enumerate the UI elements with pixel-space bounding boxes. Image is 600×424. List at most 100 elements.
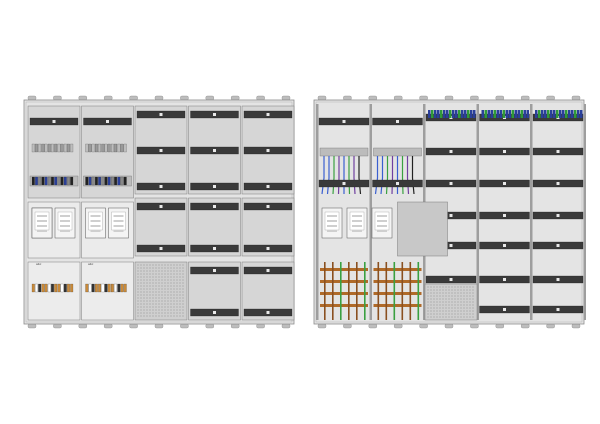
vent-hole: [170, 312, 172, 314]
vent-hole: [176, 297, 178, 299]
wire: [374, 156, 379, 195]
vent-hole: [140, 315, 142, 317]
vent-hole: [176, 285, 178, 287]
vent-hole: [442, 295, 444, 297]
vent-hole: [161, 267, 163, 269]
vent-hole: [176, 282, 178, 284]
vent-hole: [442, 292, 444, 294]
vent-hole: [451, 307, 453, 309]
breaker: [107, 143, 111, 153]
meter-line: [113, 220, 124, 222]
breaker: [38, 176, 42, 186]
wire: [406, 156, 410, 195]
vent-hole: [140, 273, 142, 275]
vent-hole: [164, 282, 166, 284]
busbar: [373, 280, 422, 283]
vent-hole: [179, 285, 181, 287]
vent-hole: [173, 279, 175, 281]
panel-label-2: abc: [88, 262, 94, 266]
top-clip: [546, 95, 555, 101]
device-module: [464, 110, 467, 118]
vent-hole: [161, 297, 163, 299]
vent-hole: [463, 313, 465, 315]
meter-line: [327, 225, 337, 227]
vent-hole: [137, 306, 139, 308]
vent-hole: [436, 316, 438, 318]
breaker: [120, 176, 124, 186]
vent-hole: [140, 288, 142, 290]
breaker: [70, 176, 74, 186]
top-clip: [495, 95, 504, 101]
vent-hole: [445, 313, 447, 315]
vent-hole: [149, 282, 151, 284]
vent-hole: [176, 264, 178, 266]
vent-hole: [158, 309, 160, 311]
vertical-conductor: [385, 262, 388, 320]
meter-line: [352, 215, 362, 217]
vent-hole: [469, 301, 471, 303]
breaker: [94, 176, 98, 186]
bottom-clip: [317, 323, 327, 329]
device-module: [502, 110, 505, 118]
vent-hole: [137, 270, 139, 272]
vent-hole: [439, 313, 441, 315]
vent-hole: [179, 267, 181, 269]
vent-hole: [469, 286, 471, 288]
rail-hole: [213, 185, 216, 188]
vent-hole: [167, 288, 169, 290]
wire: [391, 156, 394, 195]
vent-hole: [155, 264, 157, 266]
vent-hole: [457, 313, 459, 315]
vent-hole: [430, 301, 432, 303]
device-module: [514, 110, 517, 118]
vent-hole: [164, 285, 166, 287]
vent-hole: [140, 282, 142, 284]
vent-hole: [466, 313, 468, 315]
vent-hole: [173, 303, 175, 305]
vent-hole: [439, 304, 441, 306]
vent-hole: [176, 309, 178, 311]
top-clip: [444, 95, 454, 101]
vent-hole: [466, 295, 468, 297]
rail-hole: [503, 278, 506, 281]
breaker: [104, 283, 108, 293]
vent-hole: [427, 298, 429, 300]
vent-hole: [155, 282, 157, 284]
device-module: [526, 110, 529, 118]
top-clip: [394, 95, 403, 101]
vent-hole: [436, 301, 438, 303]
vent-hole: [146, 276, 148, 278]
vent-hole: [448, 289, 450, 291]
vent-hole: [143, 300, 145, 302]
vent-hole: [430, 304, 432, 306]
top-clip: [103, 95, 113, 101]
device-module: [484, 110, 487, 118]
vent-hole: [152, 300, 154, 302]
vent-hole: [137, 267, 139, 269]
meter-line: [327, 215, 337, 217]
breaker: [57, 176, 61, 186]
vent-hole: [161, 312, 163, 314]
vent-hole: [451, 286, 453, 288]
device-module: [458, 110, 461, 118]
breaker: [123, 143, 127, 153]
bottom-clip: [444, 323, 454, 329]
vent-hole: [167, 303, 169, 305]
busbar: [373, 268, 422, 271]
vent-hole: [430, 286, 432, 288]
vertical-conductor: [356, 262, 358, 320]
meter-line: [90, 230, 101, 232]
breaker: [44, 143, 48, 153]
meter-line: [60, 230, 70, 232]
breaker: [123, 283, 127, 293]
vent-hole: [161, 282, 163, 284]
rail-hole: [556, 308, 560, 311]
vent-hole: [155, 300, 157, 302]
breaker: [85, 143, 89, 153]
vent-hole: [164, 273, 166, 275]
vent-hole: [155, 312, 157, 314]
breaker: [98, 176, 102, 186]
vent-hole: [137, 309, 139, 311]
vent-hole: [143, 276, 145, 278]
device-module: [556, 110, 559, 118]
